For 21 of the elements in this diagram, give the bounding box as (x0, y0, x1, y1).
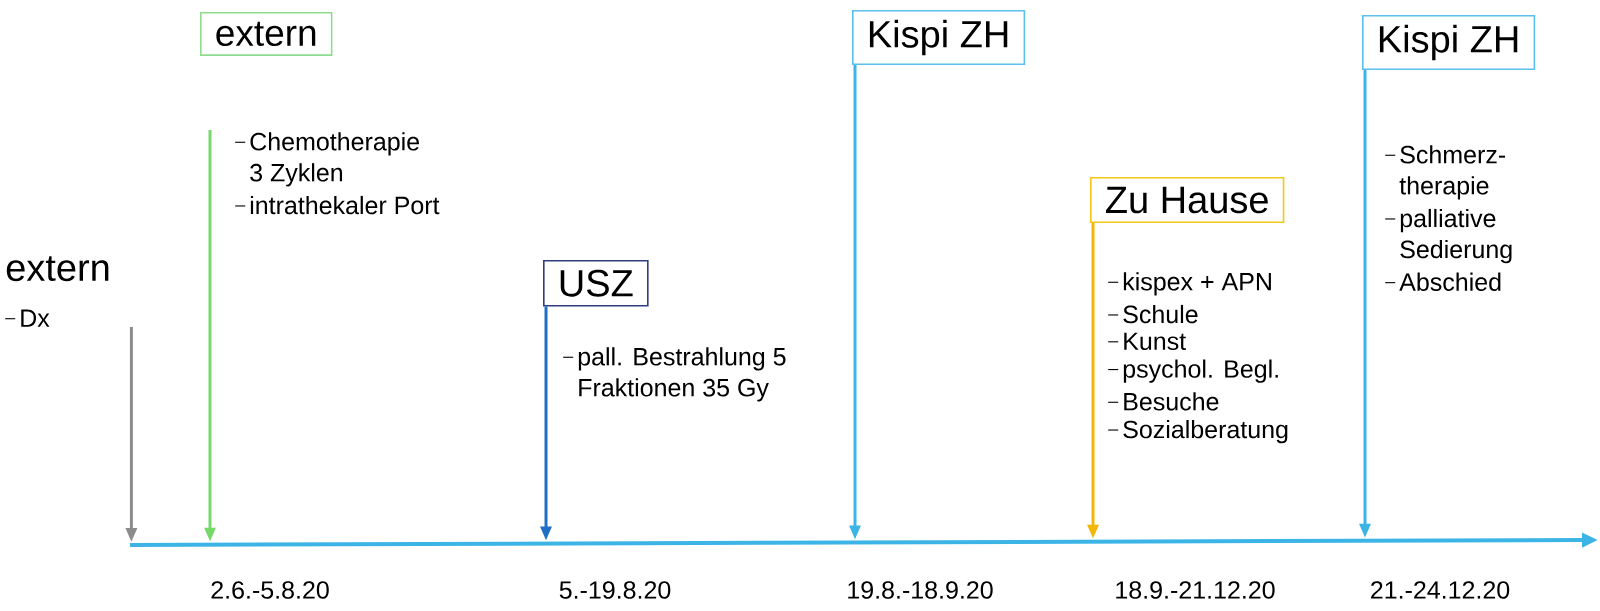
list-item: Sozialberatung (1107, 419, 1288, 444)
list-item: intrathekaler Port (234, 195, 440, 215)
list-item: psychol. Begl. (1107, 359, 1278, 383)
list-item: Besuche (1107, 392, 1219, 411)
date-label: 5.-19.8.20 (559, 581, 671, 599)
location-box: Kispi ZH (1362, 15, 1536, 70)
location-box: Zu Hause (1090, 177, 1285, 224)
list-item: Kunst (1107, 332, 1186, 351)
date-label: 21.-24.12.20 (1371, 581, 1510, 599)
date-label: 2.6.-5.8.20 (211, 581, 329, 599)
list-item: palliative Sedierung (1384, 208, 1512, 264)
location-box: Kispi ZH (852, 10, 1026, 65)
location-label: extern Dx (4, 256, 109, 327)
location-box: USZ (543, 260, 649, 307)
list-item: Abschied (1384, 272, 1501, 291)
list-item: pall. Bestrahlung 5 Fraktionen 35 Gy (562, 347, 786, 402)
list-item: Schule (1107, 304, 1198, 324)
list-item: kispex + APN (1107, 272, 1271, 296)
date-label: 18.9.-21.12.20 (1116, 581, 1275, 599)
location-box: extern (200, 12, 333, 56)
date-label: 19.8.-18.9.20 (848, 581, 993, 599)
